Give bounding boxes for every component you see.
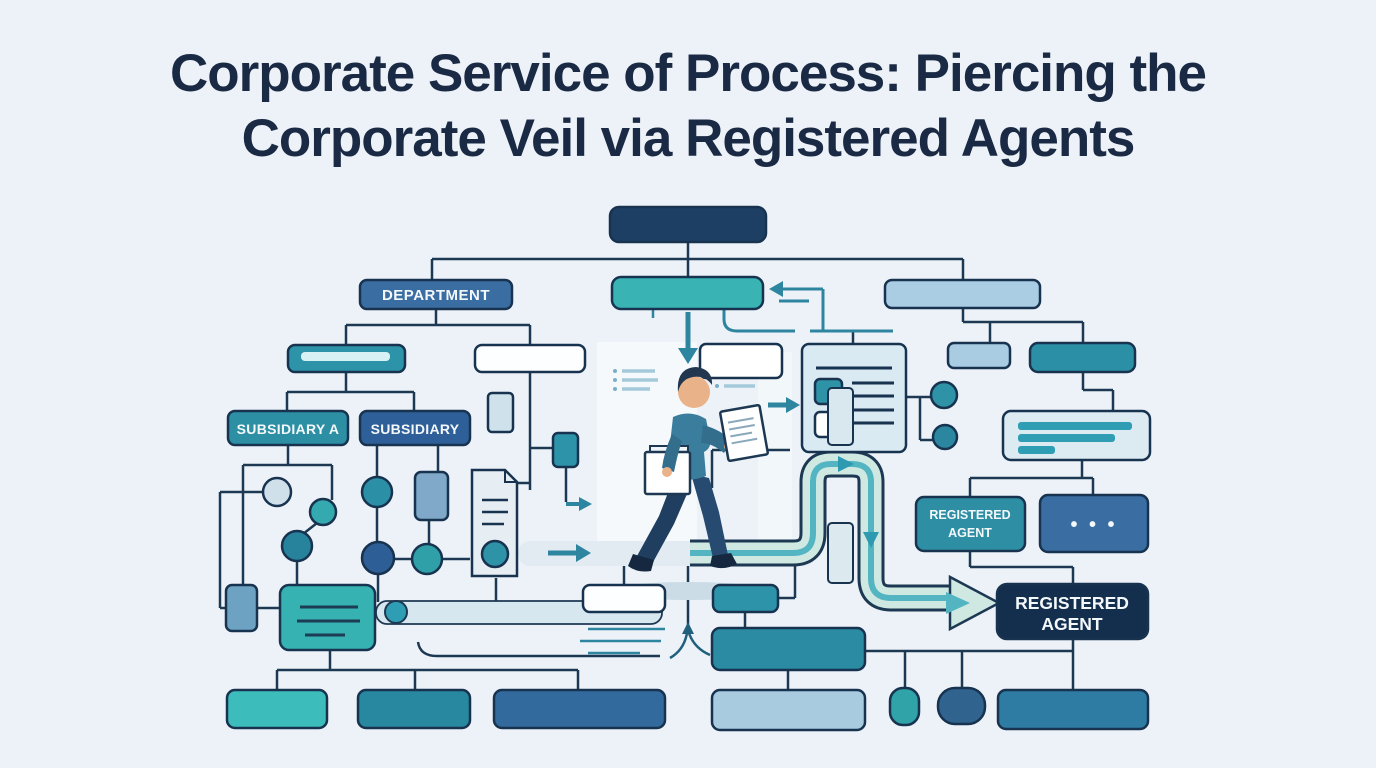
process-start-box	[610, 275, 765, 311]
big-arrow-icon	[946, 574, 1002, 632]
box-labels: DEPARTMENT SUBSIDIARY A SUBSIDIARY REGIS…	[237, 287, 1129, 634]
registered-agent-small-line2: AGENT	[948, 526, 992, 540]
small-blue-box	[224, 583, 259, 633]
ellipsis-box	[1038, 493, 1150, 554]
shoe-back	[628, 554, 654, 572]
bottom-box-2	[356, 688, 472, 730]
registered-agent-main-line1: REGISTERED	[1015, 593, 1129, 613]
left-bottom-boxes	[224, 583, 377, 652]
teal-bar-highlight	[301, 352, 390, 361]
white-box-left	[473, 343, 587, 374]
person-hair	[677, 367, 713, 392]
process-pipe	[690, 450, 950, 612]
mid-teal-box	[710, 626, 867, 672]
small-teal-box-bottom	[711, 583, 780, 614]
white-box-bottom	[581, 583, 667, 614]
bottom-box-3	[492, 688, 667, 730]
shoe-front	[710, 553, 737, 569]
page-title-line2: Corporate Veil via Registered Agents	[241, 108, 1136, 168]
registered-agent-small-line1: REGISTERED	[929, 508, 1010, 522]
headquarters-box	[608, 205, 768, 244]
left-node-cluster	[261, 391, 580, 576]
teal-note-box	[278, 583, 377, 652]
pipe-arrow-right-icon	[838, 456, 854, 472]
merge-up-arrow-icon	[682, 622, 694, 634]
page-title-line1: Corporate Service of Process: Piercing t…	[169, 44, 1207, 103]
registered-agent-small-box	[914, 495, 1027, 553]
subsidiary-a-box	[226, 409, 350, 447]
form-panel-nodes	[929, 380, 959, 451]
page-title: Corporate Service of Process: Piercing t…	[0, 42, 1376, 171]
down-arrow-icon	[678, 312, 698, 364]
teal-accent-lines	[580, 287, 893, 660]
pale-slots	[827, 387, 854, 584]
white-box-center	[698, 342, 784, 380]
ellipsis-dots: • • •	[1070, 514, 1117, 536]
subsidiary-box	[358, 409, 472, 447]
bottom-middle-boxes	[581, 583, 867, 672]
bottom-box-5	[996, 688, 1150, 731]
bottom-row-boxes	[225, 686, 1150, 732]
registered-agent-main-box	[995, 582, 1150, 641]
arrow-into-form-icon	[768, 397, 800, 413]
left-arrow-icon	[769, 281, 783, 297]
person-head	[678, 376, 710, 408]
pipe-arrow-down-icon	[863, 532, 879, 548]
subsidiary-a-label: SUBSIDIARY A	[237, 421, 340, 437]
teal-box-right	[1028, 341, 1137, 374]
bottom-pill-blue	[936, 686, 987, 726]
document-icon	[470, 468, 519, 578]
person-with-documents	[628, 367, 769, 572]
document-in-hand	[719, 403, 769, 463]
department-box	[358, 278, 514, 311]
info-panel-right	[1001, 409, 1152, 462]
small-light-box-right	[946, 341, 1012, 370]
department-label: DEPARTMENT	[382, 287, 490, 304]
branch-box-right	[883, 278, 1042, 310]
bottom-box-4	[710, 688, 867, 732]
teal-note-lines	[297, 605, 360, 637]
small-right-arrow-icon	[566, 497, 592, 511]
subsidiary-label: SUBSIDIARY	[371, 421, 460, 437]
registered-agent-main-line2: AGENT	[1041, 614, 1103, 634]
registered-agent-boxes	[914, 493, 1150, 641]
bottom-pill-teal	[888, 686, 921, 727]
bottom-box-1	[225, 688, 329, 730]
